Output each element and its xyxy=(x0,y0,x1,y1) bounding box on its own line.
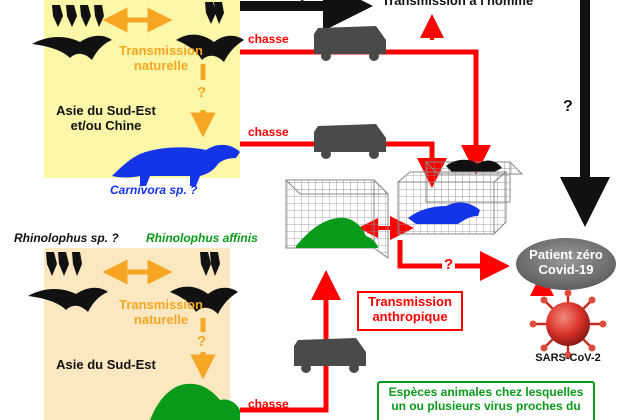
anthropic-transmission-box xyxy=(357,291,463,331)
human-transmission-label: Transmission à l'homme xyxy=(382,0,534,8)
patient-zero-node xyxy=(516,238,616,290)
natural-transmission-label-bottom: Transmission naturelle xyxy=(119,297,203,327)
region-label-bottom: Asie du Sud-Est xyxy=(56,357,156,372)
question-mark: ? xyxy=(561,98,575,117)
anthropic-transmission-label: Transmission anthropique xyxy=(368,294,452,324)
species-info-text: Espèces animales chez lesquelles un ou p… xyxy=(388,385,584,413)
region-label-top: Asie du Sud-Est et/ou Chine xyxy=(56,103,156,133)
black-animals-icon xyxy=(446,159,502,172)
flying-bat-icon xyxy=(32,35,112,60)
cage-icon xyxy=(396,170,508,236)
virus-name-label: SARS-CoV-2 xyxy=(535,352,601,364)
civet-icon xyxy=(112,144,240,186)
species-info-box xyxy=(377,381,595,420)
pangolin-icon xyxy=(150,383,240,420)
hanging-bats-bottom-icon xyxy=(46,252,220,276)
vehicle-icon xyxy=(294,338,366,373)
flying-bat-icon xyxy=(28,287,108,312)
carnivora-label: Carnivora sp. ? xyxy=(110,183,198,197)
question-mark: ? xyxy=(426,22,436,39)
hunt-label: chasse xyxy=(248,125,289,139)
rhinolophus-sp-label: Rhinolophus sp. ? xyxy=(14,231,119,245)
question-mark: ? xyxy=(197,84,207,101)
hunt-label: chasse xyxy=(248,32,289,46)
vehicle-icon xyxy=(314,124,386,159)
question-mark: ? xyxy=(442,256,456,274)
rhinolophus-affinis-label: Rhinolophus affinis xyxy=(146,231,258,245)
flying-bat-icon xyxy=(176,34,244,62)
hanging-bats-top-icon xyxy=(52,2,224,27)
cage-icon xyxy=(284,178,390,259)
hunt-label: chasse xyxy=(248,397,289,411)
vehicle-icon xyxy=(314,26,386,61)
question-mark: ? xyxy=(296,0,305,9)
caged-civet-icon xyxy=(408,202,480,224)
question-mark: ? xyxy=(197,333,207,350)
caged-pangolin-icon xyxy=(296,217,378,248)
transmission-arrows-black xyxy=(240,0,610,227)
natural-transmission-arrows xyxy=(102,7,216,380)
natural-transmission-label-top: Transmission naturelle xyxy=(119,43,203,73)
sars-cov-2-virus-icon xyxy=(529,289,607,359)
flying-bat-icon xyxy=(170,286,238,314)
patient-zero-label: Patient zéro Covid-19 xyxy=(529,247,603,277)
